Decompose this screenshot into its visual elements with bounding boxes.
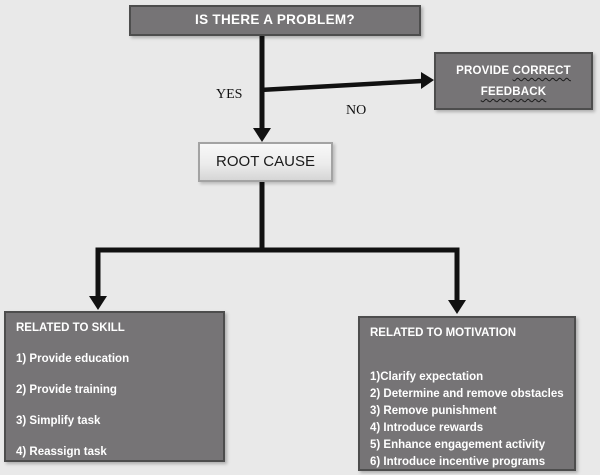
no-connector-line: [259, 78, 423, 93]
feedback-line1-plain: PROVIDE: [456, 65, 513, 77]
problem-question-box: IS THERE A PROBLEM?: [129, 5, 421, 36]
root-cause-box: ROOT CAUSE: [198, 142, 333, 182]
motivation-list-item: 1)Clarify expectation: [370, 371, 484, 383]
skill-box-title: RELATED TO SKILL: [16, 322, 125, 334]
motivation-box-title: RELATED TO MOTIVATION: [370, 327, 517, 339]
feedback-line1-squiggle: CORRECT: [512, 65, 571, 77]
no-arrowhead-icon: [421, 72, 434, 89]
no-branch-label: NO: [346, 103, 367, 118]
skill-list-item: 3) Simplify task: [16, 415, 101, 427]
feedback-line2-squiggle: FEEDBACK: [480, 86, 547, 98]
skill-list-item: 4) Reassign task: [16, 446, 107, 458]
skill-list-item: 1) Provide education: [16, 353, 130, 365]
motivation-arrowhead-icon: [448, 300, 466, 314]
skill-arrowhead-icon: [89, 296, 107, 310]
motivation-list-item: 6) Introduce incentive programs: [370, 456, 546, 468]
motivation-list-item: 4) Introduce rewards: [370, 422, 484, 434]
related-to-skill-box: RELATED TO SKILL 1) Provide education 2)…: [4, 311, 225, 462]
motivation-list-item: 2) Determine and remove obstacles: [370, 388, 564, 400]
motivation-list-item: 3) Remove punishment: [370, 405, 497, 417]
yes-branch-label: YES: [216, 87, 243, 102]
motivation-list-item: 5) Enhance engagement activity: [370, 439, 546, 451]
provide-feedback-box: PROVIDE CORRECT FEEDBACK: [434, 52, 593, 110]
skill-list-item: 2) Provide training: [16, 384, 117, 396]
related-to-motivation-box: RELATED TO MOTIVATION 1)Clarify expectat…: [358, 316, 576, 471]
yes-arrowhead-icon: [253, 128, 271, 142]
